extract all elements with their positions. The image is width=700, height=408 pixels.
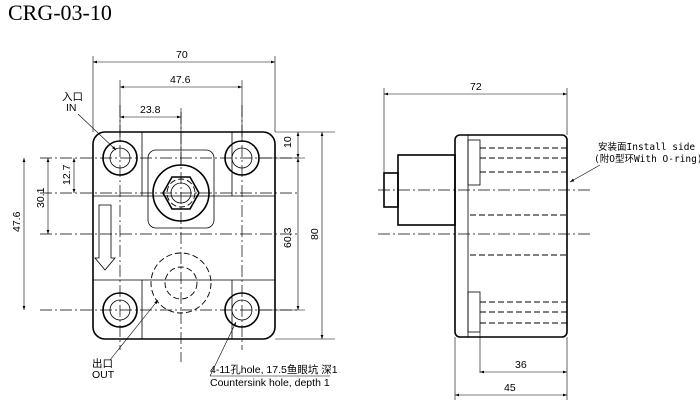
inlet-label-cn: 入口	[62, 91, 83, 103]
hole-note-1: 4-11孔hole, 17.5鱼眼坑 深1	[210, 363, 338, 376]
outlet-leader	[109, 299, 159, 361]
dim-23-8: 23.8	[140, 104, 161, 116]
dim-47-6-left: 47.6	[11, 211, 23, 232]
drawing-title: CRG-03-10	[8, 0, 112, 25]
install-side-label: 安装面Install side	[598, 141, 695, 153]
dim-80: 80	[309, 228, 321, 240]
front-step-lines	[93, 132, 275, 197]
inlet-leader	[77, 113, 117, 151]
outlet-label-cn: 出口	[92, 357, 113, 370]
oring-note: (附O型环With O-ring)	[594, 153, 700, 165]
dim-70: 70	[176, 49, 188, 61]
inlet-label-en: IN	[66, 102, 77, 114]
side-body-outline	[454, 134, 568, 338]
hole-leader	[209, 321, 237, 377]
side-view: 72 36 45 安装面Install side (附O型环With O-rin…	[378, 81, 700, 400]
dim-72: 72	[470, 81, 482, 93]
dim-10: 10	[282, 136, 294, 148]
dim-45: 45	[504, 382, 516, 394]
dim-30-1: 30.1	[35, 187, 47, 208]
dim-36: 36	[515, 359, 527, 371]
dim-12-7: 12.7	[61, 164, 73, 185]
dim-47-6-top: 47.6	[170, 74, 191, 86]
front-body-outline	[92, 131, 276, 340]
install-side-leader	[569, 164, 601, 183]
hole-note-2: Countersink hole, depth 1	[210, 377, 330, 389]
dim-60-3: 60.3	[282, 227, 294, 248]
flow-direction-arrow	[94, 204, 116, 271]
front-view: 70 47.6 23.8 10 60.3 80 12.7 30.1 47.6 入…	[11, 49, 338, 389]
outlet-label-en: OUT	[92, 369, 115, 381]
